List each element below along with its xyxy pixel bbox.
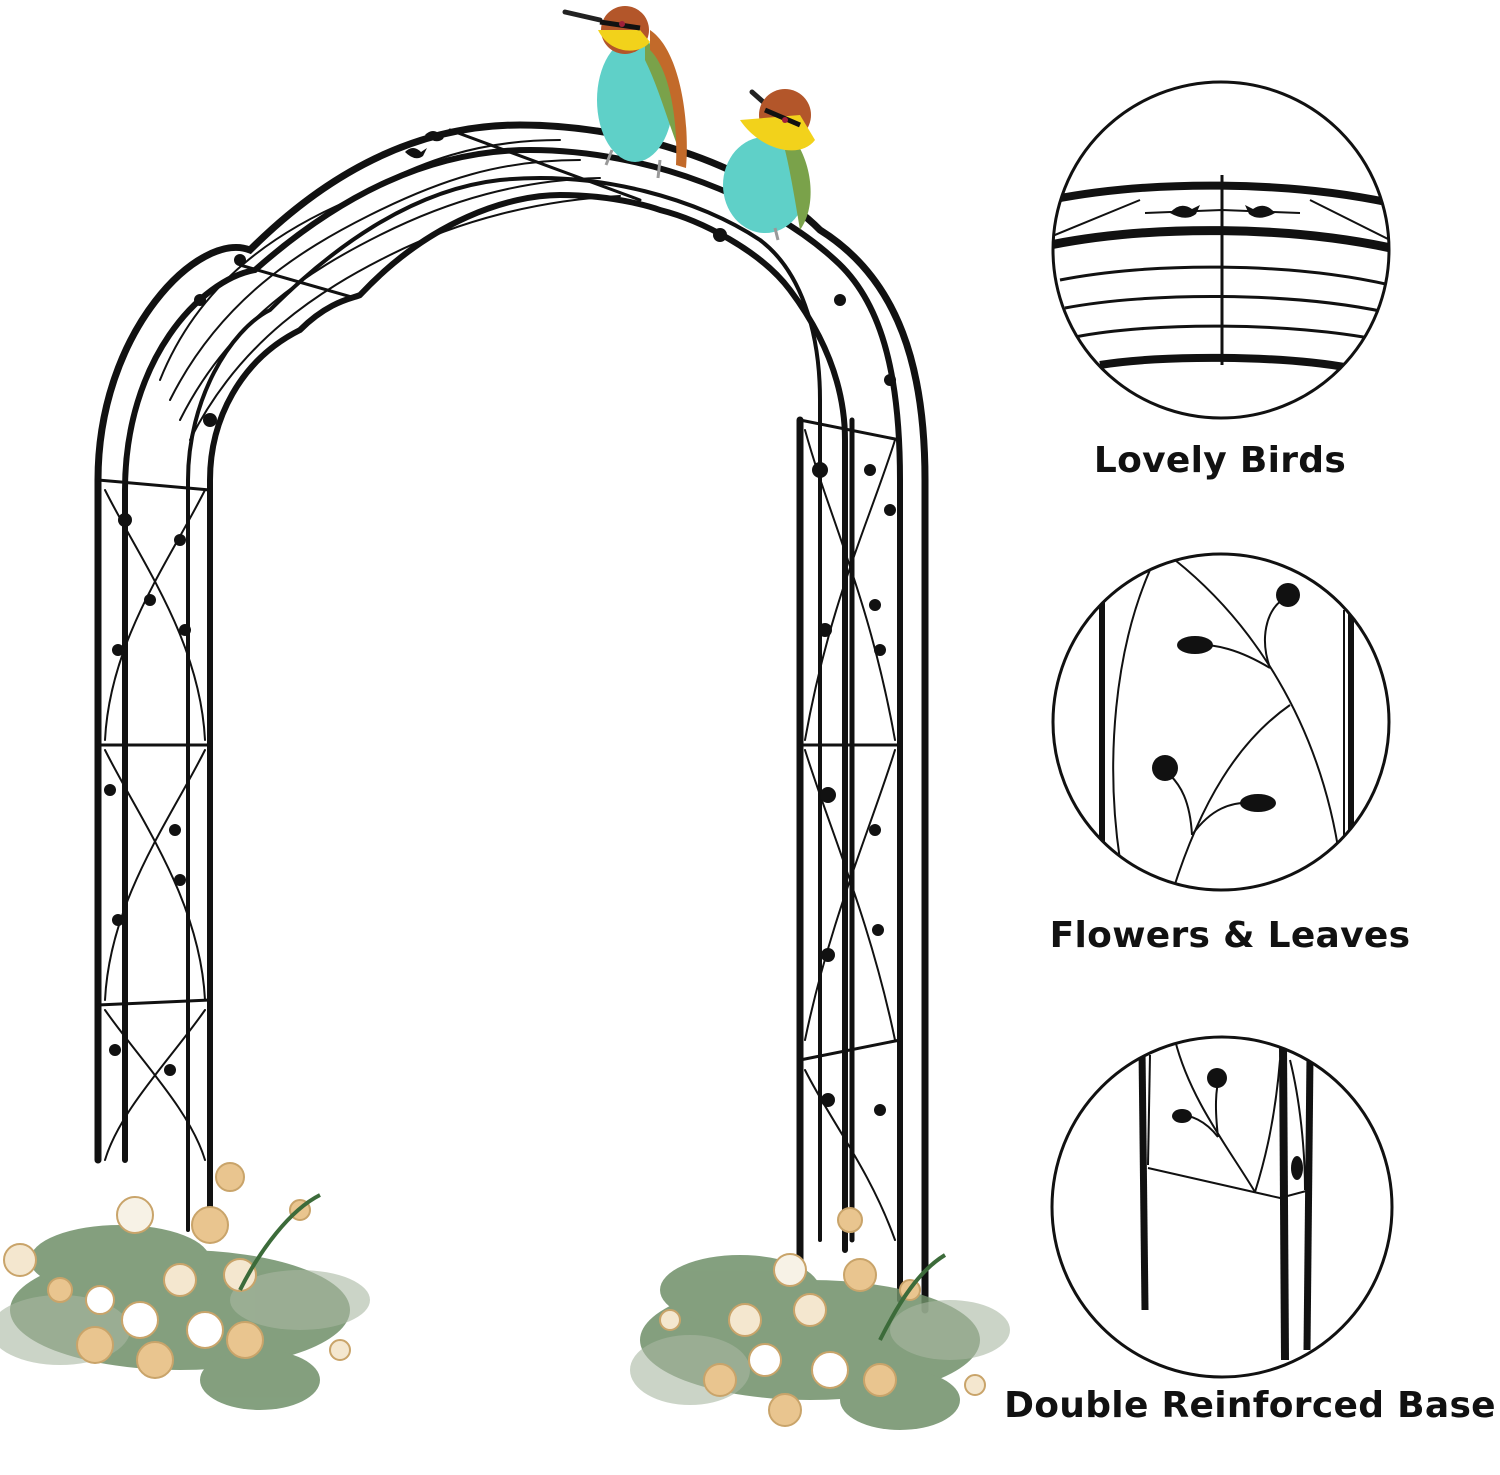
rose-leaf-icon bbox=[1172, 1068, 1303, 1180]
callout-label-birds: Lovely Birds bbox=[1093, 440, 1347, 481]
bird-silhouette-icon bbox=[1170, 205, 1275, 218]
garden-arch bbox=[94, 121, 929, 1314]
callout-birds-circle bbox=[1051, 80, 1391, 420]
bird-left bbox=[562, 6, 687, 179]
callout-label-flowers: Flowers & Leaves bbox=[1049, 915, 1411, 956]
callout-flowers-circle bbox=[1051, 552, 1391, 892]
bird-right bbox=[723, 89, 815, 241]
arch-inner-left-rail bbox=[122, 146, 903, 1303]
flower-arrangement-right bbox=[630, 1207, 1010, 1430]
rose-leaf-icon bbox=[1152, 583, 1300, 812]
arch-back-inner-rail bbox=[207, 191, 848, 1253]
callout-label-base: Double Reinforced Base bbox=[1004, 1385, 1496, 1426]
arch-outer-left-rail bbox=[94, 121, 929, 1314]
callout-base-circle bbox=[1050, 1035, 1394, 1379]
flower-arrangement-left bbox=[0, 1162, 370, 1410]
